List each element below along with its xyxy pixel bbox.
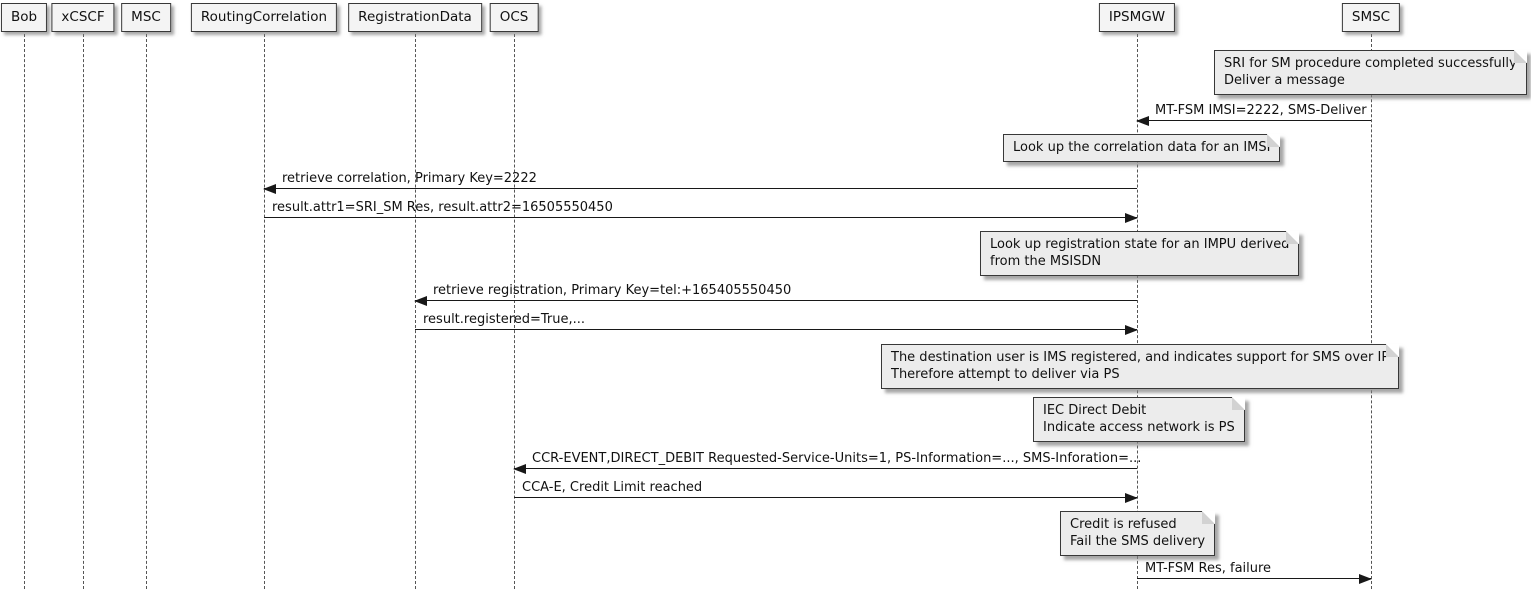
lifeline-OCS <box>514 34 515 589</box>
participant-box-IPSMGW: IPSMGW <box>1098 3 1176 32</box>
note-line: SRI for SM procedure completed successfu… <box>1224 56 1517 71</box>
arrowhead-icon <box>263 183 276 194</box>
message-label: result.attr1=SRI_SM Res, result.attr2=16… <box>272 200 613 215</box>
note-line: IEC Direct Debit <box>1043 403 1147 418</box>
message-arrow: retrieve correlation, Primary Key=2222 <box>263 167 1137 194</box>
note-line: Deliver a message <box>1224 73 1345 88</box>
arrowhead-icon <box>1125 212 1138 223</box>
message-label: result.registered=True,... <box>423 312 586 327</box>
note-line: Fail the SMS delivery <box>1070 534 1206 549</box>
participant-box-OCS: OCS <box>489 3 539 32</box>
participant-box-RoutingCorrelation: RoutingCorrelation <box>190 3 338 32</box>
message-arrow: MT-FSM IMSI=2222, SMS-Deliver <box>1136 99 1371 126</box>
note-fold-icon <box>1231 397 1245 410</box>
message-arrow: MT-FSM Res, failure <box>1137 557 1372 584</box>
note-fold-icon <box>1513 50 1527 63</box>
message-label: retrieve registration, Primary Key=tel:+… <box>433 283 792 298</box>
lifeline-Bob <box>24 34 25 589</box>
note-fold-icon <box>1286 231 1300 244</box>
message-label: MT-FSM IMSI=2222, SMS-Deliver <box>1155 103 1367 118</box>
arrowhead-icon <box>1136 115 1149 126</box>
participant-label: RoutingCorrelation <box>200 9 328 25</box>
participant-label: OCS <box>499 9 529 25</box>
arrowhead-icon <box>414 295 427 306</box>
participant-label: MSC <box>131 9 161 25</box>
participant-box-MSC: MSC <box>121 3 171 32</box>
participant-box-SMSC: SMSC <box>1341 3 1401 32</box>
note-line: from the MSISDN <box>990 254 1102 269</box>
lifeline-SMSC <box>1371 34 1372 589</box>
message-label: CCR-EVENT,DIRECT_DEBIT Requested-Service… <box>532 451 1142 466</box>
participant-label: SMSC <box>1351 9 1391 25</box>
note-line: Indicate access network is PS <box>1043 420 1235 435</box>
message-arrow: result.registered=True,... <box>415 308 1138 335</box>
note: The destination user is IMS registered, … <box>881 344 1400 389</box>
note-fold-icon <box>1386 344 1400 357</box>
message-label: MT-FSM Res, failure <box>1145 561 1272 576</box>
note-fold-icon <box>1202 511 1216 524</box>
note-fold-icon <box>1267 134 1281 147</box>
message-label: CCA-E, Credit Limit reached <box>522 480 703 495</box>
note-line: Look up registration state for an IMPU d… <box>990 237 1290 252</box>
note-line: Credit is refused <box>1070 517 1177 532</box>
message-label: retrieve correlation, Primary Key=2222 <box>282 171 537 186</box>
participant-box-xCSCF: xCSCF <box>51 3 115 32</box>
lifeline-RegistrationData <box>415 34 416 589</box>
message-arrow: CCA-E, Credit Limit reached <box>514 476 1138 503</box>
arrowhead-icon <box>1359 573 1372 584</box>
note-line: Look up the correlation data for an IMSI <box>1013 140 1271 155</box>
participant-label: RegistrationData <box>358 9 472 25</box>
participant-label: xCSCF <box>61 9 105 25</box>
arrowhead-icon <box>1125 492 1138 503</box>
lifeline-xCSCF <box>83 34 84 589</box>
lifeline-IPSMGW <box>1137 34 1138 589</box>
lifeline-MSC <box>146 34 147 589</box>
participant-label: Bob <box>10 9 38 25</box>
note: SRI for SM procedure completed successfu… <box>1214 50 1527 95</box>
note: Look up the correlation data for an IMSI <box>1003 134 1281 162</box>
participant-label: IPSMGW <box>1108 9 1166 25</box>
note-line: Therefore attempt to deliver via PS <box>891 367 1120 382</box>
participant-box-RegistrationData: RegistrationData <box>348 3 482 32</box>
note: Look up registration state for an IMPU d… <box>980 231 1300 276</box>
message-arrow: CCR-EVENT,DIRECT_DEBIT Requested-Service… <box>513 447 1141 474</box>
note-line: The destination user is IMS registered, … <box>891 350 1390 365</box>
message-arrow: retrieve registration, Primary Key=tel:+… <box>414 279 1137 306</box>
arrowhead-icon <box>513 463 526 474</box>
participant-box-Bob: Bob <box>0 3 48 32</box>
arrowhead-icon <box>1125 324 1138 335</box>
lifeline-RoutingCorrelation <box>264 34 265 589</box>
message-arrow: result.attr1=SRI_SM Res, result.attr2=16… <box>264 196 1138 223</box>
